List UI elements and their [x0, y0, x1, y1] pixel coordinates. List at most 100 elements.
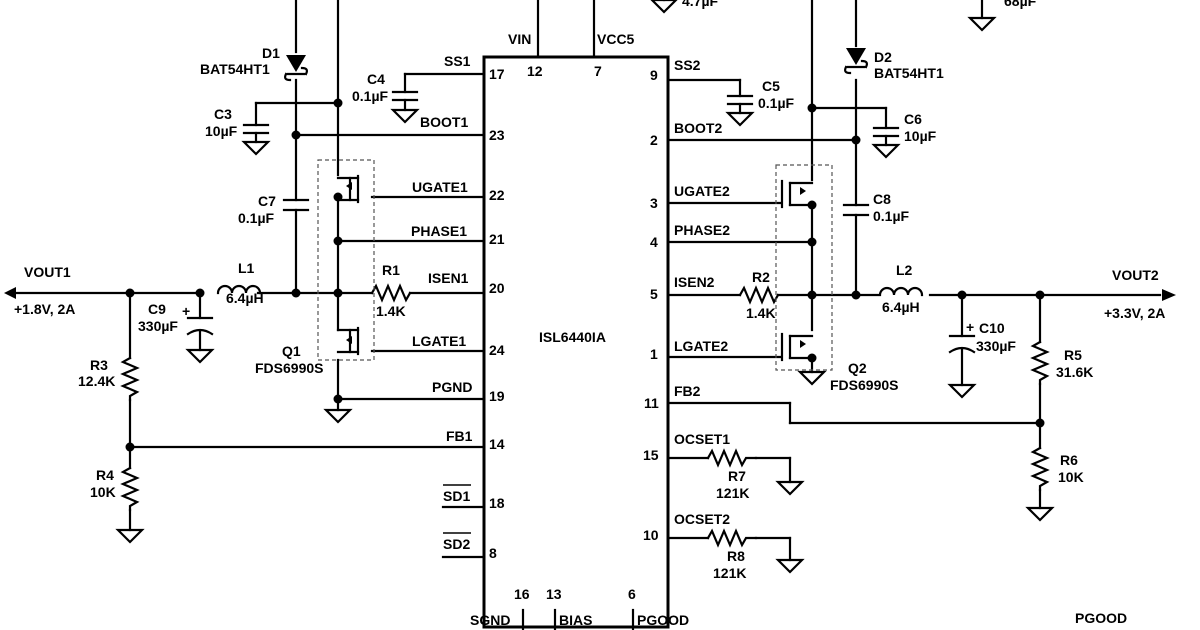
label-c9-value: 330µF	[138, 318, 178, 334]
label-l1-value: 6.4µH	[226, 290, 264, 306]
label-r3-value: 12.4K	[78, 373, 115, 389]
pin-num-bias: 13	[546, 586, 562, 602]
label-c7-ref: C7	[258, 193, 276, 209]
label-c4-ref: C4	[367, 71, 385, 87]
label-d1-value: BAT54HT1	[200, 61, 270, 77]
pin-num-lgate2: 1	[650, 346, 658, 362]
label-r8-value: 121K	[713, 565, 746, 581]
diode-d1	[284, 55, 308, 82]
inductor-l2	[878, 286, 924, 297]
label-q1-value: FDS6990S	[255, 360, 323, 376]
label-c6-value: 10µF	[904, 128, 937, 144]
ic-right-pins: 9 SS2 2 BOOT2 3 UGATE2 4 PHASE2 5 ISEN2 …	[643, 57, 730, 543]
label-d1-ref: D1	[262, 45, 280, 61]
resistor-r4	[120, 466, 140, 512]
ground-symbols-right	[650, 0, 1055, 574]
svg-text:+: +	[966, 319, 974, 335]
pin-name-phase2: PHASE2	[674, 222, 730, 238]
pin-name-ocset2: OCSET2	[674, 511, 730, 527]
diode-d2	[844, 48, 868, 75]
label-c9-ref: C9	[148, 301, 166, 317]
capacitor-c3	[242, 123, 270, 144]
pin-name-ugate2: UGATE2	[674, 183, 730, 199]
pin-name-isen1: ISEN1	[428, 270, 469, 286]
pin-name-ss2: SS2	[674, 57, 701, 73]
pin-name-sgnd: SGND	[470, 612, 510, 628]
pin-name-bias: BIAS	[559, 612, 592, 628]
pin-name-fb1: FB1	[446, 428, 473, 444]
cropped-labels: 4.7µF 68µF	[682, 0, 1037, 9]
pin-num-ugate2: 3	[650, 195, 658, 211]
pin-name-ocset1: OCSET1	[674, 431, 730, 447]
pin-name-ss1: SS1	[444, 53, 471, 69]
resistor-r8	[706, 528, 758, 548]
pin-num-phase1: 21	[489, 231, 505, 247]
pin-num-fb1: 14	[489, 436, 505, 452]
label-d2-ref: D2	[874, 49, 892, 65]
pin-num-sgnd: 16	[514, 586, 530, 602]
pin-name-sd2: SD2	[443, 536, 470, 552]
label-l2-ref: L2	[896, 262, 913, 278]
label-r3-ref: R3	[90, 357, 108, 373]
capacitor-c4	[391, 90, 419, 112]
svg-text:+: +	[182, 303, 190, 319]
label-l1-ref: L1	[238, 260, 255, 276]
pin-num-sd2: 8	[489, 545, 497, 561]
pin-name-sd1: SD1	[443, 488, 470, 504]
label-q1-ref: Q1	[282, 343, 301, 359]
output-arrows	[4, 287, 1176, 301]
pin-num-sd1: 18	[489, 495, 505, 511]
pin-num-ocset1: 15	[643, 447, 659, 463]
label-r1-ref: R1	[382, 262, 400, 278]
pin-name-phase1: PHASE1	[411, 223, 467, 239]
pin-name-boot2: BOOT2	[674, 120, 722, 136]
label-c8-value: 0.1µF	[873, 208, 910, 224]
pin-num-isen1: 20	[489, 280, 505, 296]
pin-name-ugate1: UGATE1	[412, 179, 468, 195]
capacitor-c6	[872, 126, 900, 147]
label-r5-ref: R5	[1064, 347, 1082, 363]
pin-name-boot1: BOOT1	[420, 114, 468, 130]
pin-name-pgnd: PGND	[432, 379, 472, 395]
label-r1-value: 1.4K	[376, 303, 406, 319]
pin-name-isen2: ISEN2	[674, 274, 715, 290]
pin-num-ss1: 17	[489, 66, 505, 82]
pin-name-vin: VIN	[508, 31, 531, 47]
component-labels: D1 BAT54HT1 D2 BAT54HT1 C3 10µF C4 0.1µF…	[78, 45, 1093, 581]
vout2-spec: +3.3V, 2A	[1104, 305, 1165, 321]
ic-body: ISL6440IA	[482, 55, 670, 629]
pin-num-ss2: 9	[650, 67, 658, 83]
label-q2-value: FDS6990S	[830, 377, 898, 393]
junction-dots-right	[807, 103, 1045, 428]
ic-name: ISL6440IA	[539, 329, 606, 345]
capacitor-c5	[726, 94, 754, 115]
label-d2-value: BAT54HT1	[874, 65, 944, 81]
pin-num-fb2: 11	[644, 395, 659, 411]
pin-name-pgood: PGOOD	[637, 612, 689, 628]
ic-left-pins: SS1 17 BOOT1 23 UGATE1 22 PHASE1 21 ISEN…	[411, 53, 505, 561]
cropped-label-mid: 4.7µF	[682, 0, 719, 9]
pin-num-phase2: 4	[650, 234, 658, 250]
resistor-r5	[1030, 340, 1050, 386]
label-r8-ref: R8	[727, 548, 745, 564]
ground-symbols-left	[115, 108, 420, 544]
pin-num-pgood: 6	[628, 586, 636, 602]
label-r7-value: 121K	[716, 485, 749, 501]
label-q2-ref: Q2	[848, 360, 867, 376]
vout2-name: VOUT2	[1112, 267, 1159, 283]
pin-num-vin: 12	[527, 63, 543, 79]
pin-num-isen2: 5	[650, 286, 658, 302]
capacitor-c8	[842, 203, 870, 217]
left-channel-wires	[12, 0, 486, 532]
pin-name-fb2: FB2	[674, 383, 701, 399]
output-labels: VOUT1 +1.8V, 2A VOUT2 +3.3V, 2A PGOOD	[14, 264, 1165, 626]
pin-num-boot2: 2	[650, 132, 658, 148]
vout1-spec: +1.8V, 2A	[14, 301, 75, 317]
cropped-label-right: 68µF	[1004, 0, 1037, 9]
pin-num-boot1: 23	[489, 127, 505, 143]
pin-name-vcc5: VCC5	[597, 31, 635, 47]
resistor-r2	[738, 285, 780, 305]
resistor-r1	[370, 283, 412, 303]
label-c5-value: 0.1µF	[758, 95, 795, 111]
